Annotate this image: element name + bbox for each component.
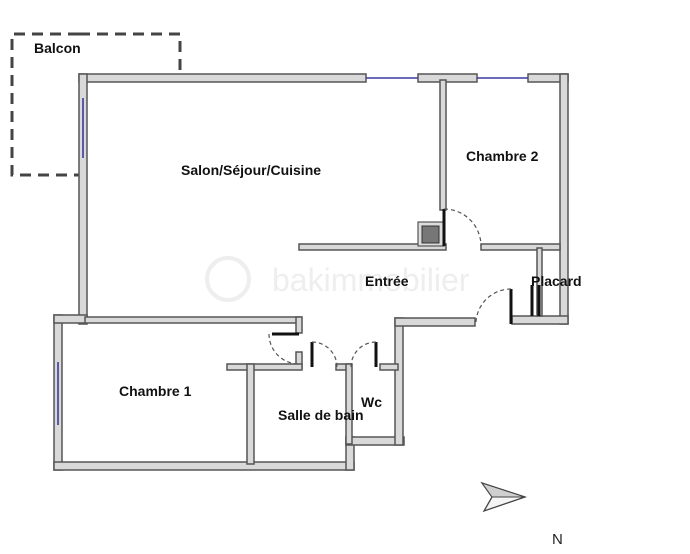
- duct: [417, 221, 445, 247]
- door-bathroom: [310, 341, 338, 368]
- watermark-text: bakimmobilier: [272, 262, 470, 298]
- compass-arrow-icon: [480, 481, 528, 513]
- room-label-closet: Placard: [531, 273, 582, 289]
- room-label-bathroom: Salle de bain: [278, 407, 364, 423]
- balcony-outline: [10, 32, 182, 177]
- interior-walls: [84, 79, 561, 465]
- compass-label: N: [552, 531, 563, 548]
- room-label-bedroom2: Chambre 2: [466, 148, 539, 164]
- room-label-balcony: Balcon: [34, 40, 81, 56]
- windows: [57, 77, 528, 425]
- door-bedroom1: [268, 332, 300, 365]
- door-bedroom2: [442, 208, 482, 247]
- room-label-bedroom1: Chambre 1: [119, 383, 192, 399]
- room-label-entrance: Entrée: [365, 273, 409, 289]
- door-closet: [475, 285, 541, 324]
- doors: [268, 208, 541, 368]
- door-wc: [350, 341, 378, 368]
- watermark: bakimmobilier: [205, 256, 470, 302]
- room-label-living: Salon/Séjour/Cuisine: [181, 162, 321, 178]
- room-label-wc: Wc: [361, 394, 382, 410]
